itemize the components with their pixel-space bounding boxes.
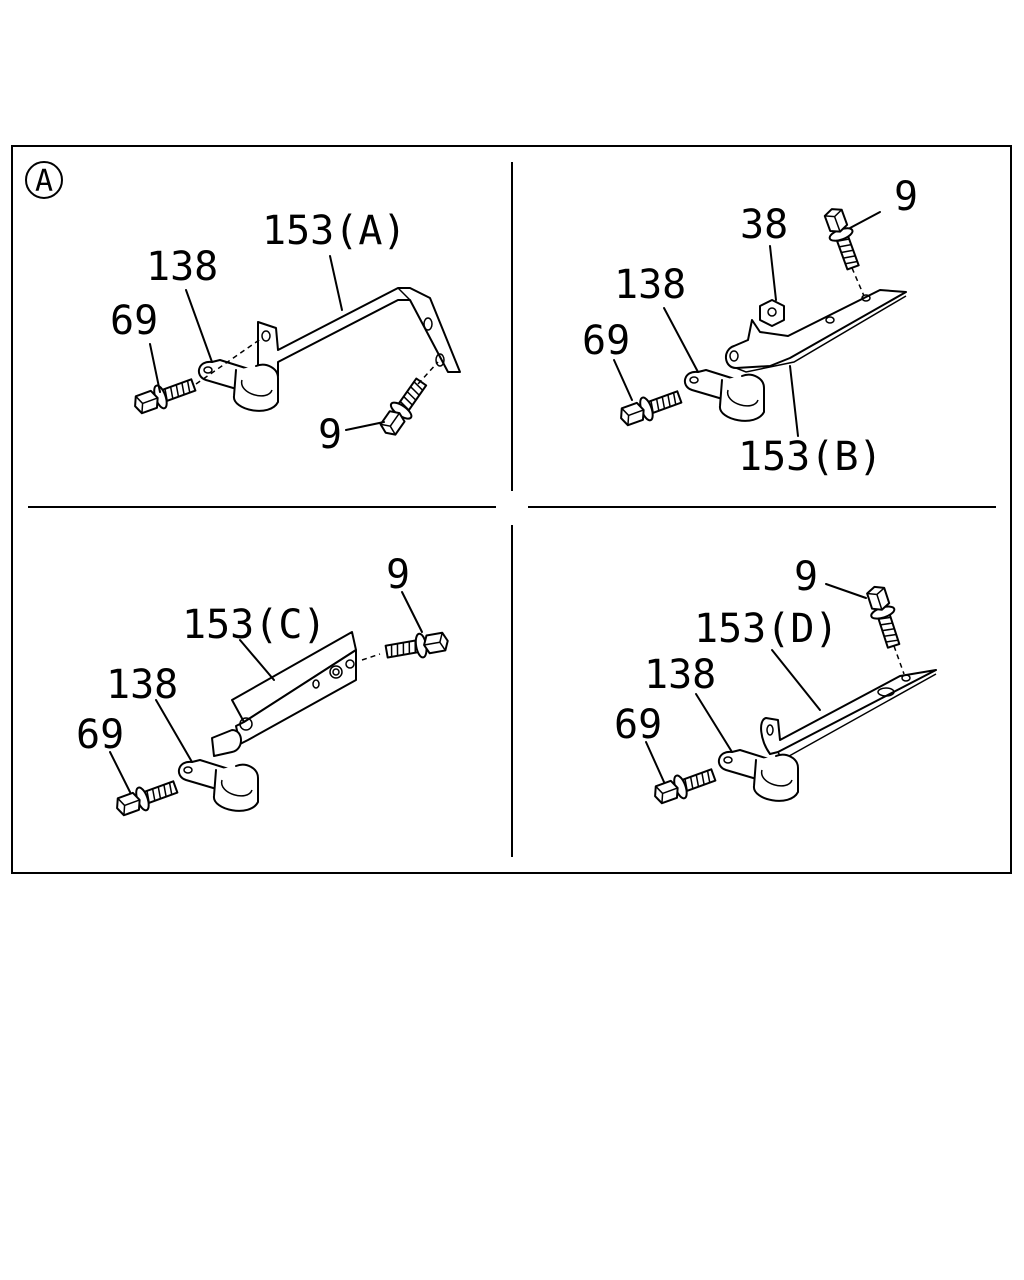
callout-138-b: 138 [614,262,686,308]
spacer-part [211,729,242,757]
callout-69-a: 69 [110,298,158,344]
callout-9-d: 9 [794,554,818,600]
clip-138-part [177,759,259,812]
clip-138-part [717,749,799,802]
callout-138-a: 138 [146,244,218,290]
bracket-153d-part [760,669,937,762]
callout-69-c: 69 [76,712,124,758]
nut-38-part [759,299,785,327]
panel-b: 38 9 138 69 153(B) [582,174,918,480]
callout-9-a: 9 [318,412,342,458]
callout-69-d: 69 [614,702,662,748]
clip-138-part [197,359,279,412]
callout-153a: 153(A) [262,208,407,254]
callout-9-c: 9 [386,552,410,598]
view-marker-label: A [35,164,53,199]
bolt-69-part [649,762,719,809]
panel-d: 9 153(D) 138 69 [614,554,937,809]
screw-9-part [862,582,907,651]
view-marker: A [25,161,63,199]
panel-c: 153(C) 9 138 69 [76,552,451,821]
callout-38: 38 [740,202,788,248]
bolt-69-part [111,774,181,821]
bolt-69-part [129,372,199,419]
panel-a: 153(A) 138 69 9 [110,208,461,458]
screw-9-part [819,203,866,273]
bolt-69-part [615,384,685,431]
screw-9-part [374,374,433,441]
callout-153d: 153(D) [694,606,839,652]
callout-69-b: 69 [582,318,630,364]
clip-138-part [683,369,765,422]
diagram-frame [11,145,1012,874]
callout-153c: 153(C) [182,602,327,648]
callout-138-c: 138 [106,662,178,708]
bracket-153b-part [725,289,907,373]
callout-138-d: 138 [644,652,716,698]
callout-9-b: 9 [894,174,918,220]
bracket-153c-part [231,631,357,745]
screw-9-part [383,628,451,665]
bracket-153a-part [257,287,461,377]
callout-153b: 153(B) [738,434,883,480]
